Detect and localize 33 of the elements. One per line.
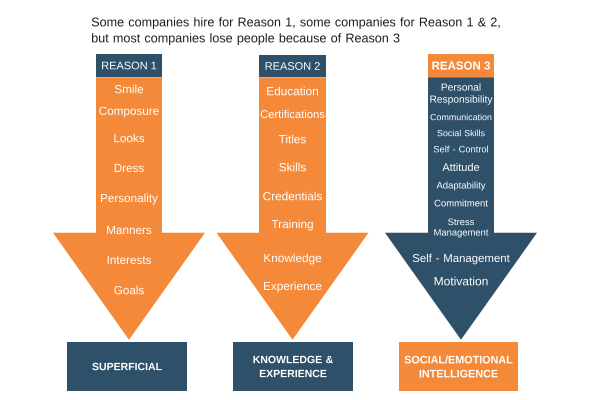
list-item: Commitment: [434, 200, 488, 206]
list-item: Interests: [108, 256, 152, 264]
heading-box: REASON 3: [428, 54, 494, 77]
list-item: Experience: [264, 282, 322, 292]
list-item: Communication: [430, 114, 492, 120]
heading-box: REASON 2: [259, 55, 326, 77]
list-item: Training: [272, 220, 313, 230]
list-item: Knowledge: [264, 254, 322, 264]
list-item: Skills: [279, 162, 306, 172]
list-item: Motivation: [434, 276, 488, 286]
list-item: Looks: [114, 134, 144, 142]
list-item: Self - Control: [434, 146, 488, 152]
down-arrow: [385, 77, 537, 340]
list-item: Social Skills: [437, 130, 485, 136]
list-item: Self - Management: [412, 254, 510, 264]
list-item: Adaptability: [436, 182, 486, 190]
down-arrow: [53, 77, 205, 340]
result-box: SOCIAL/EMOTIONAL INTELLIGENCE: [399, 342, 518, 391]
list-item: Dress: [114, 164, 144, 172]
list-item: Personality: [101, 194, 158, 204]
result-box: SUPERFICIAL: [67, 342, 187, 391]
title: Some companies hire for Reason 1, some companies for Reason 1 & 2, but most companies lose people because of Reason 3: [92, 17, 500, 45]
result-box: KNOWLEDGE & EXPERIENCE: [233, 342, 353, 391]
list-item: Manners: [107, 226, 152, 234]
down-arrow: [216, 77, 368, 340]
list-item: Composure: [99, 106, 159, 118]
list-item: Credentials: [263, 192, 322, 200]
heading-box: REASON 1: [96, 54, 162, 77]
list-item: Attitude: [442, 162, 480, 172]
list-item: Stress Management: [434, 218, 488, 238]
list-item: Goals: [114, 286, 144, 294]
list-item: Titles: [278, 134, 306, 144]
list-item: Certifications: [260, 110, 324, 118]
